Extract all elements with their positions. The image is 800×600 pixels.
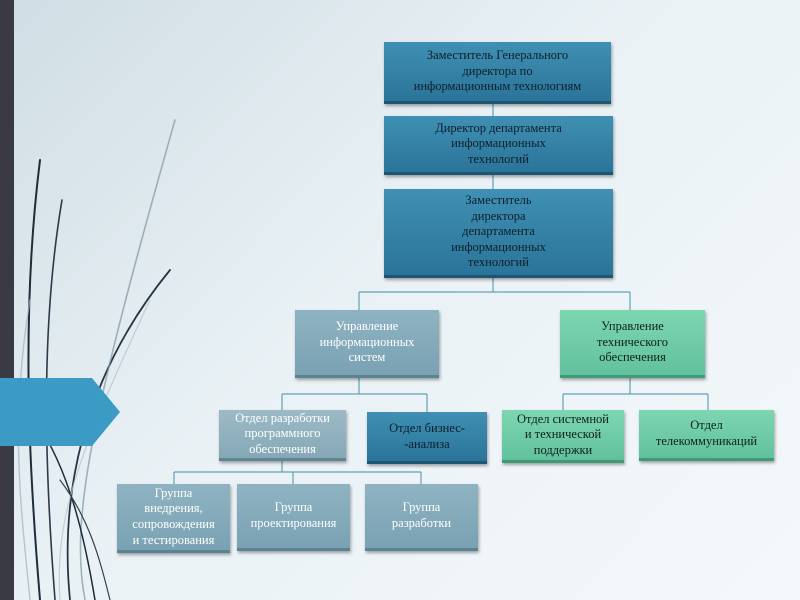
arrow-tab-shape [0, 378, 120, 446]
node-tech-support-management: Управление технического обеспечения [560, 310, 705, 378]
node-info-systems-management: Управление информационных систем [295, 310, 439, 378]
node-development-group: Группа разработки [365, 484, 478, 551]
node-software-dev-department: Отдел разработки программного обеспечени… [219, 410, 346, 461]
node-system-tech-support-department: Отдел системной и технической поддержки [502, 410, 624, 463]
node-business-analysis-department: Отдел бизнес- -анализа [367, 412, 487, 464]
node-deputy-it-director: Заместитель директора департамента инфор… [384, 189, 613, 278]
node-deployment-group: Группа внедрения, сопровождения и тестир… [117, 484, 230, 553]
node-deputy-general-director: Заместитель Генерального директора по ин… [384, 42, 611, 104]
node-design-group: Группа проектирования [237, 484, 350, 551]
node-it-department-director: Директор департамента информационных тех… [384, 116, 613, 175]
node-telecommunications-department: Отдел телекоммуникаций [639, 410, 774, 461]
left-accent-bar [0, 0, 14, 600]
